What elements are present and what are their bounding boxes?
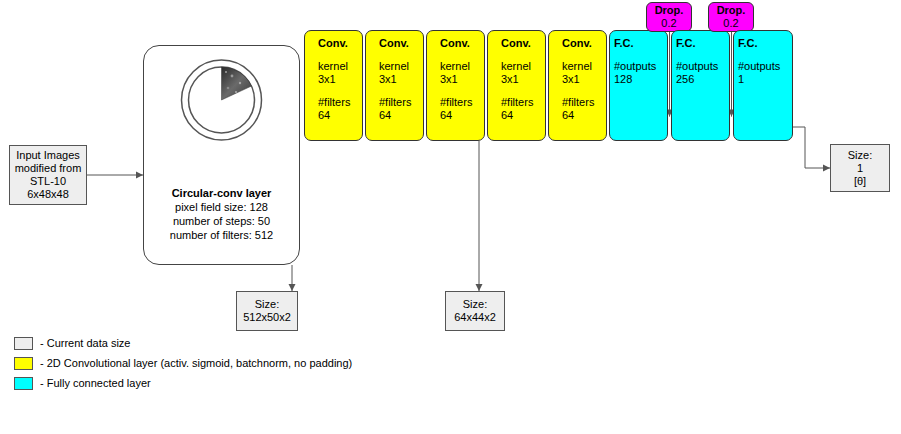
connector-line (731, 32, 732, 117)
layer-title: F.C. (676, 37, 696, 50)
node-text: kernel 3x1 (318, 60, 360, 86)
dropout-box: Drop.0.2 (708, 2, 754, 32)
fc-layer-box: F.C. #outputs 128 (609, 30, 668, 141)
node-text: 6x48x48 (27, 188, 69, 201)
node-text: Size: (255, 298, 279, 311)
arrowhead (476, 284, 483, 291)
node-text: number of steps: 50 (173, 215, 270, 228)
layer-title: F.C. (738, 37, 758, 50)
node-text: #outputs 256 (676, 60, 724, 86)
layer-title: Drop. (655, 4, 684, 17)
node-text: #filters 64 (318, 96, 360, 122)
conv-layer-box: Conv. kernel 3x1 #filters 64 (487, 30, 546, 141)
connector-line (669, 32, 670, 117)
conv-layer-box: Conv. kernel 3x1 #filters 64 (304, 30, 363, 141)
image-wedge (222, 67, 252, 100)
legend-swatch (14, 377, 33, 390)
node-text: #outputs 128 (614, 60, 662, 86)
layer-title: Conv. (562, 37, 592, 50)
node-text: #filters 64 (379, 96, 421, 122)
node-text: Input Images modified from STL-10 (13, 149, 83, 188)
layer-title: Conv. (501, 37, 531, 50)
node-text: 0.2 (661, 17, 676, 30)
legend-text: - 2D Convolutional layer (activ. sigmoid… (40, 357, 352, 370)
node-text: kernel 3x1 (379, 60, 421, 86)
connector-line (479, 141, 480, 291)
connector-line (793, 127, 830, 168)
fc-layer-box: F.C. #outputs 256 (671, 30, 730, 141)
conv-layer-box: Conv. kernel 3x1 #filters 64 (426, 30, 485, 141)
node-text: Size: (848, 149, 872, 162)
data-size-box: Size:512x50x2 (236, 291, 298, 331)
input-box: Input Images modified from STL-106x48x48 (9, 145, 87, 205)
arrowhead (289, 284, 296, 291)
data-size-box: Size:64x44x2 (445, 291, 505, 331)
texture-dot (227, 87, 230, 90)
conv-layer-box: Conv. kernel 3x1 #filters 64 (365, 30, 424, 141)
node-text: pixel field size: 128 (175, 201, 268, 214)
node-text: kernel 3x1 (562, 60, 604, 86)
node-text: 64x44x2 (454, 311, 496, 324)
layer-title: Conv. (379, 37, 409, 50)
arrowhead (823, 165, 830, 172)
connector-line (87, 175, 143, 176)
dropout-box: Drop.0.2 (646, 2, 692, 32)
node-text: #filters 64 (562, 96, 604, 122)
node-text: #filters 64 (440, 96, 482, 122)
node-text: #outputs 1 (738, 60, 786, 86)
legend-text: - Fully connected layer (40, 377, 151, 390)
inner-ring (189, 67, 255, 133)
data-size-box: Size:1[θ] (830, 144, 890, 192)
texture-dot (225, 71, 227, 73)
circular-conv-box: Circular-conv layerpixel field size: 128… (143, 45, 300, 265)
layer-title: Drop. (717, 4, 746, 17)
layer-title: F.C. (614, 37, 634, 50)
legend-swatch (14, 337, 33, 350)
layer-title: Circular-conv layer (172, 187, 272, 200)
node-text: 1 (857, 162, 863, 175)
legend-swatch (14, 357, 33, 370)
node-text: number of filters: 512 (170, 229, 273, 242)
fc-layer-box: F.C. #outputs 1 (733, 30, 793, 141)
conv-layer-box: Conv. kernel 3x1 #filters 64 (548, 30, 607, 141)
node-text: [θ] (854, 175, 866, 188)
texture-dot (235, 91, 237, 93)
layer-title: Conv. (318, 37, 348, 50)
node-text: kernel 3x1 (501, 60, 543, 86)
outer-ring (182, 60, 262, 140)
legend-text: - Current data size (40, 337, 130, 350)
node-text: kernel 3x1 (440, 60, 482, 86)
node-text: #filters 64 (501, 96, 543, 122)
layer-title: Conv. (440, 37, 470, 50)
node-text: Size: (463, 298, 487, 311)
texture-dot (231, 75, 234, 78)
node-text: 512x50x2 (243, 311, 291, 324)
texture-dot (239, 82, 241, 84)
arrowhead (136, 172, 143, 179)
node-text: 0.2 (723, 17, 738, 30)
